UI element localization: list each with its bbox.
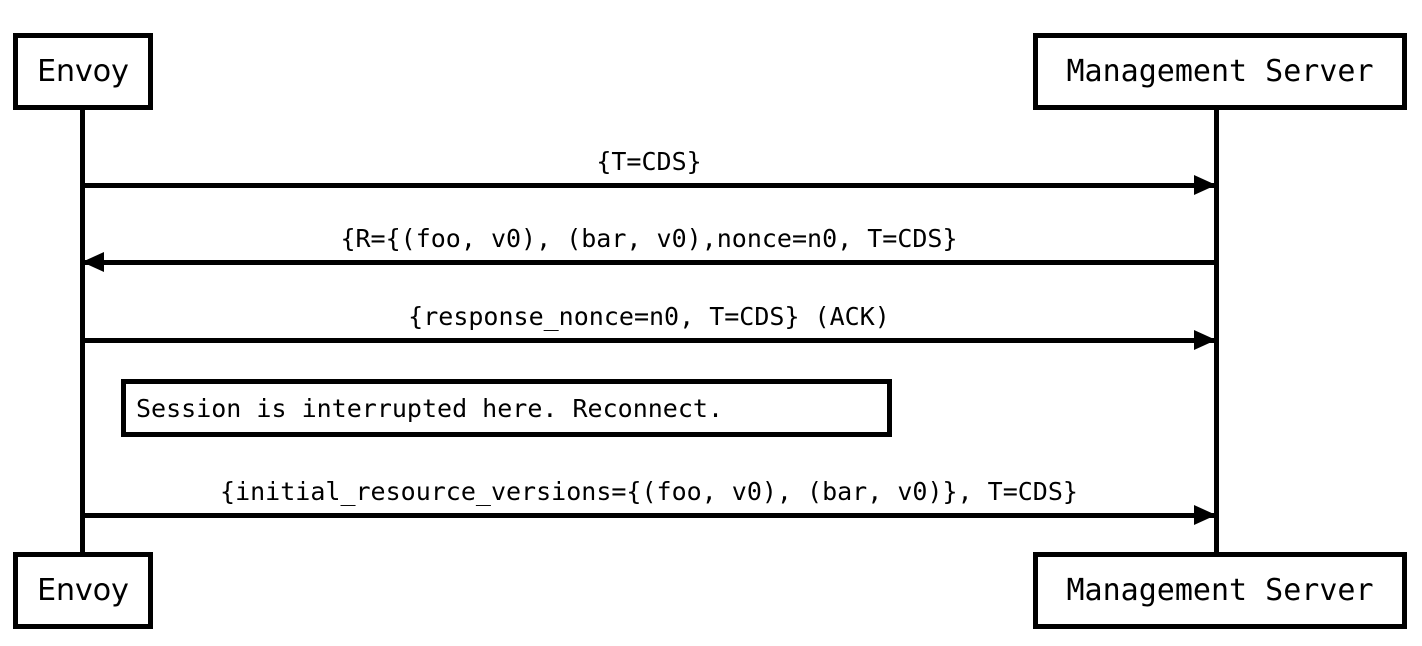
message-4-label: {initial_resource_versions={(foo, v0), (… bbox=[220, 476, 1078, 506]
arrowhead-right-icon bbox=[1194, 505, 1216, 525]
arrowhead-right-icon bbox=[1194, 330, 1216, 350]
message-1-line bbox=[82, 183, 1216, 188]
participant-management-server-bottom-label: Management Server bbox=[1066, 573, 1374, 608]
message-1-label: {T=CDS} bbox=[596, 146, 702, 176]
note-text: Session is interrupted here. Reconnect. bbox=[136, 393, 723, 423]
participant-envoy-bottom-label: Envoy bbox=[37, 573, 129, 608]
arrowhead-left-icon bbox=[82, 252, 104, 272]
participant-management-server-top: Management Server bbox=[1033, 33, 1407, 110]
message-2-line bbox=[82, 260, 1216, 265]
note-session-interrupted: Session is interrupted here. Reconnect. bbox=[121, 379, 892, 437]
message-3-label: {response_nonce=n0, T=CDS} (ACK) bbox=[408, 301, 890, 331]
participant-envoy-top: Envoy bbox=[13, 33, 153, 110]
participant-envoy-top-label: Envoy bbox=[37, 54, 129, 89]
message-3-line bbox=[82, 338, 1216, 343]
message-2-label: {R={(foo, v0), (bar, v0),nonce=n0, T=CDS… bbox=[340, 223, 958, 253]
lifeline-management-server bbox=[1214, 108, 1219, 554]
arrowhead-right-icon bbox=[1194, 175, 1216, 195]
participant-management-server-top-label: Management Server bbox=[1066, 54, 1374, 89]
participant-envoy-bottom: Envoy bbox=[13, 552, 153, 629]
lifeline-envoy bbox=[80, 108, 85, 554]
message-4-line bbox=[82, 513, 1216, 518]
participant-management-server-bottom: Management Server bbox=[1033, 552, 1407, 629]
